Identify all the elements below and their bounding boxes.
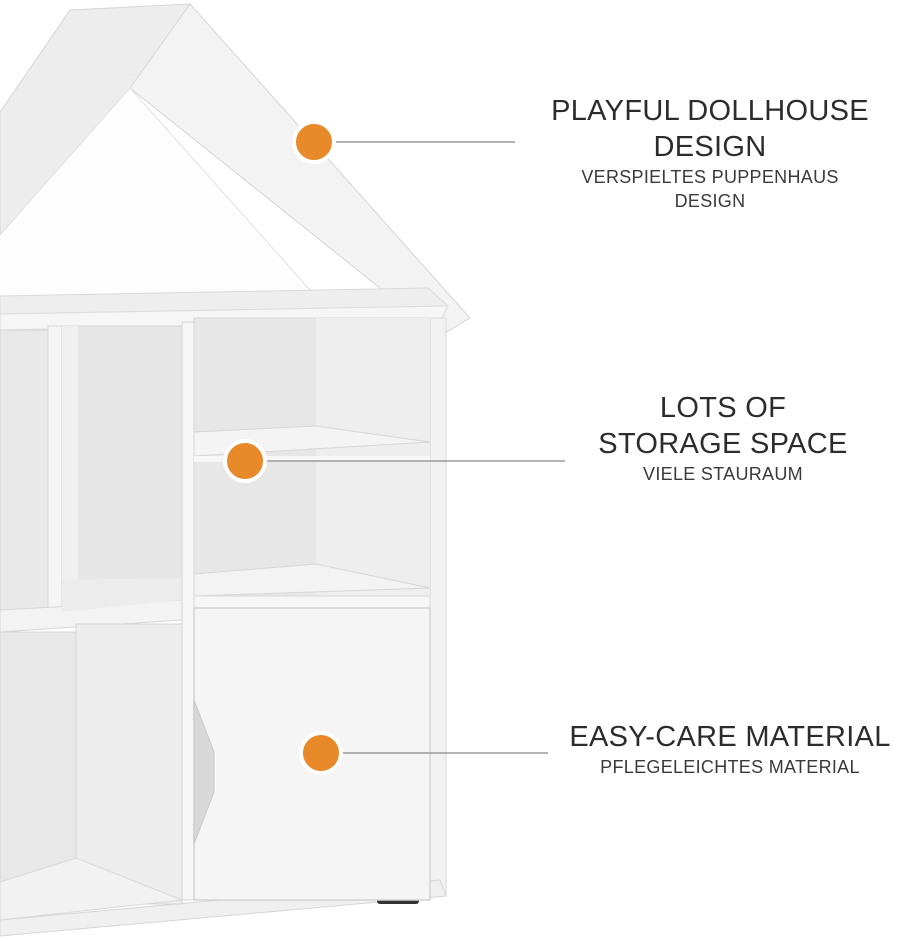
orange-dot-icon bbox=[299, 731, 343, 775]
feature-subtitle-line: PFLEGELEICHTES MATERIAL bbox=[600, 757, 860, 777]
callout-lines bbox=[245, 141, 565, 754]
feature-easy-care-material: EASY-CARE MATERIAL PFLEGELEICHTES MATERI… bbox=[560, 719, 900, 779]
feature-title-line: STORAGE SPACE bbox=[598, 428, 848, 460]
feature-subtitle-line: DESIGN bbox=[674, 191, 746, 211]
feature-title-line: EASY-CARE MATERIAL bbox=[569, 721, 891, 753]
orange-dot-icon bbox=[292, 120, 336, 164]
feature-storage-space: LOTS OF STORAGE SPACE VIELE STAURAUM bbox=[575, 390, 871, 486]
feature-markers bbox=[223, 120, 343, 775]
feature-title-line: PLAYFUL DOLLHOUSE bbox=[551, 95, 869, 127]
dollhouse-roof bbox=[0, 3, 471, 337]
orange-dot-icon bbox=[223, 439, 267, 483]
feature-title-line: LOTS OF bbox=[659, 392, 787, 424]
shelf-body bbox=[0, 317, 447, 937]
feature-title-line: DESIGN bbox=[653, 131, 767, 163]
feature-subtitle-line: VIELE STAURAUM bbox=[643, 464, 803, 484]
feature-subtitle-line: VERSPIELTES PUPPENHAUS bbox=[581, 167, 839, 187]
feature-playful-design: PLAYFUL DOLLHOUSE DESIGN VERSPIELTES PUP… bbox=[540, 93, 880, 213]
